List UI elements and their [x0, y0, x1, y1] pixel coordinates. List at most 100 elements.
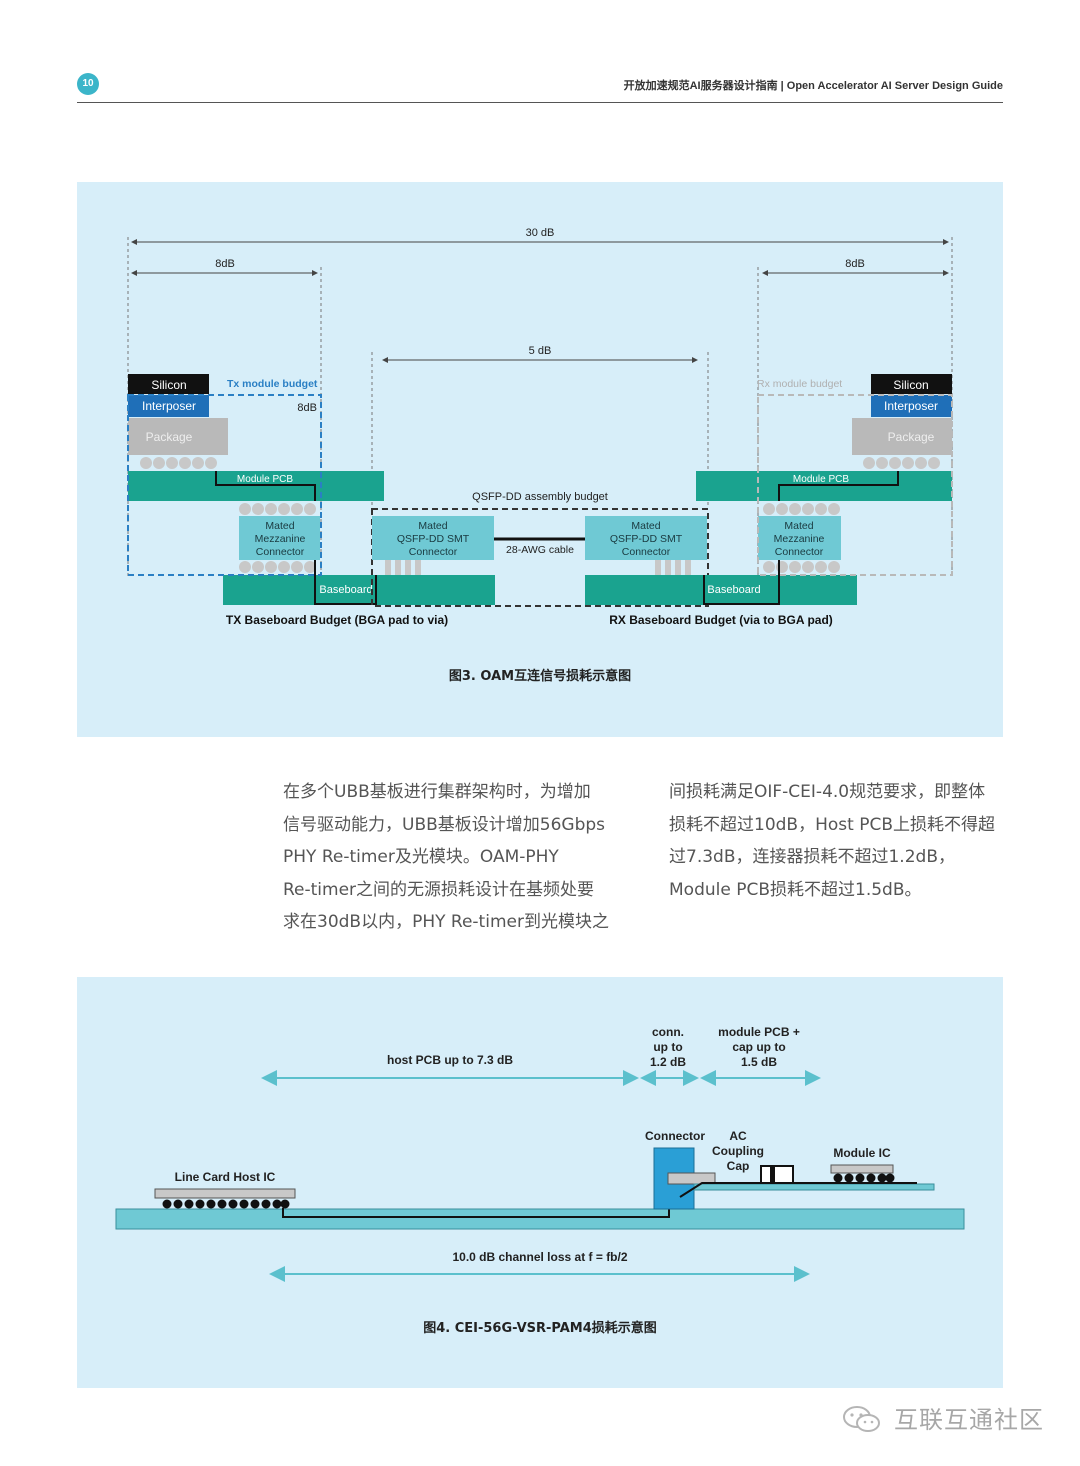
module-trace [679, 1182, 917, 1198]
host-trace [282, 1203, 670, 1218]
tx-budget-db: 8dB [297, 402, 317, 414]
qsfp-right-line2: QSFP-DD SMT [610, 533, 683, 545]
module-pcb-left-label: Module PCB [237, 474, 293, 485]
line-card-ic-balls [162, 1199, 290, 1209]
mezz-right-line2: Mezzanine [774, 533, 825, 545]
ac-line2: Coupling [712, 1144, 764, 1158]
conn-line3: 1.2 dB [650, 1055, 686, 1069]
host-pcb-board [115, 1208, 965, 1230]
mezz-left-line1: Mated [265, 520, 294, 532]
qsfp-left-line3: Connector [409, 546, 458, 558]
figure4-diagram: host PCB up to 7.3 dB conn. up to 1.2 dB… [115, 1025, 965, 1336]
page-number: 10 [77, 73, 99, 95]
ac-cap-plate [770, 1166, 775, 1183]
paragraph-right-line: 间损耗满足OIF-CEI-4.0规范要求，即整体 [669, 782, 986, 802]
cable-label: 28-AWG cable [506, 544, 574, 556]
module-pcb-board [693, 1183, 935, 1191]
wechat-icon [843, 1406, 880, 1432]
line-card-label: Line Card Host IC [175, 1170, 276, 1184]
paragraph-left-line: 信号驱动能力，UBB基板设计增加56Gbps [283, 814, 606, 835]
ac-line3: Cap [727, 1159, 750, 1173]
baseboard-right-label: Baseboard [707, 584, 760, 596]
module-budget-line3: 1.5 dB [741, 1055, 777, 1069]
silicon-left [128, 374, 209, 394]
vias-left [385, 560, 421, 575]
channel-loss-label: 10.0 dB channel loss at f = fb/2 [452, 1250, 627, 1264]
qsfp-left-line2: QSFP-DD SMT [397, 533, 470, 545]
trace-left-module [215, 471, 316, 501]
paragraph-left-line: 求在30dB以内，PHY Re-timer到光模块之 [283, 912, 609, 933]
module-budget-line1: module PCB + [718, 1025, 800, 1039]
mezzanine-connector-left [239, 516, 320, 560]
trace-left-baseboard [314, 560, 377, 605]
package-left [128, 418, 228, 455]
module-ic-balls [833, 1173, 895, 1183]
baseboard-left [223, 575, 495, 605]
mezz-left-line3: Connector [256, 546, 305, 558]
bga-balls-left-mid [239, 503, 316, 515]
interposer-left-label: Interposer [142, 399, 196, 413]
paragraph-left-line: PHY Re-timer及光模块。OAM-PHY [283, 847, 559, 868]
module-ic-label: Module IC [833, 1146, 891, 1160]
rx-baseboard-budget-label: RX Baseboard Budget (via to BGA pad) [609, 613, 833, 627]
mezz-left-line2: Mezzanine [255, 533, 306, 545]
paragraph-left-line: Re-timer之间的无源损耗设计在基频处要 [283, 879, 595, 900]
paragraph-left: 在多个UBB基板进行集群架构时，为增加 信号驱动能力，UBB基板设计增加56Gb… [283, 776, 619, 939]
qsfp-right-line3: Connector [622, 546, 671, 558]
interposer-right-label: Interposer [884, 399, 938, 413]
ac-line1: AC [729, 1129, 747, 1143]
qsfp-right-line1: Mated [631, 520, 660, 532]
tx-budget-box [127, 394, 322, 576]
qsfp-budget-label: QSFP-DD assembly budget [472, 491, 608, 503]
figure3-diagram: 30 dB 8dB 8dB 5 dB Silicon Interposer Pa… [127, 227, 953, 684]
qsfp-connector-right [585, 516, 707, 560]
package-right-label: Package [888, 430, 935, 444]
module-pcb-right-label: Module PCB [793, 474, 849, 485]
bga-balls-left-top [140, 457, 217, 469]
module-budget-line2: cap up to [732, 1040, 785, 1054]
conn-line1: conn. [652, 1025, 684, 1039]
trace-right-module [778, 471, 899, 501]
package-left-label: Package [146, 430, 193, 444]
dim-center-label: 5 dB [529, 345, 552, 357]
qsfp-left-line1: Mated [418, 520, 447, 532]
mezzanine-connector-right [758, 516, 841, 560]
dimension-arrows [131, 239, 949, 363]
rx-budget-label: Rx module budget [757, 378, 842, 390]
ac-coupling-cap [760, 1165, 794, 1184]
figure4-caption: 图4. CEI-56G-VSR-PAM4损耗示意图 [423, 1320, 657, 1336]
silicon-left-label: Silicon [151, 378, 186, 392]
connector-latch [667, 1172, 716, 1185]
mezz-right-line1: Mated [784, 520, 813, 532]
package-right [852, 418, 952, 455]
paragraph-right-line: 损耗不超过10dB，Host PCB上损耗不得超 [669, 814, 995, 835]
trace-right-baseboard [703, 560, 780, 605]
silicon-right-label: Silicon [893, 378, 928, 392]
bga-balls-right-bottom [763, 561, 840, 573]
host-pcb-label: host PCB up to 7.3 dB [387, 1053, 513, 1067]
paragraph-left-line: 在多个UBB基板进行集群架构时，为增加 [283, 782, 591, 802]
rx-budget-box [757, 394, 953, 576]
qsfp-budget-box [371, 508, 709, 607]
conn-line2: up to [653, 1040, 682, 1054]
module-ic [830, 1164, 894, 1174]
header-divider [77, 102, 1003, 103]
paragraph-right-line: 过7.3dB，连接器损耗不超过1.2dB， [669, 847, 955, 868]
mezz-right-line3: Connector [775, 546, 824, 558]
bga-balls-right-top [863, 457, 940, 469]
tx-baseboard-budget-label: TX Baseboard Budget (BGA pad to via) [226, 613, 448, 627]
figure4-panel: host PCB up to 7.3 dB conn. up to 1.2 dB… [77, 977, 1003, 1388]
watermark-text: 互联互通社区 [894, 1406, 1044, 1434]
bga-balls-right-mid [763, 503, 840, 515]
dim-right-label: 8dB [845, 258, 865, 270]
tx-budget-label: Tx module budget [227, 378, 318, 390]
interposer-right [871, 395, 952, 417]
connector-label: Connector [645, 1129, 705, 1143]
silicon-right [871, 374, 952, 394]
dim-left-label: 8dB [215, 258, 235, 270]
figure3-caption: 图3. OAM互连信号损耗示意图 [449, 668, 631, 684]
line-card-ic [154, 1188, 296, 1199]
figure3-panel: 30 dB 8dB 8dB 5 dB Silicon Interposer Pa… [77, 182, 1003, 737]
baseboard-right [585, 575, 857, 605]
interposer-left [128, 395, 209, 417]
